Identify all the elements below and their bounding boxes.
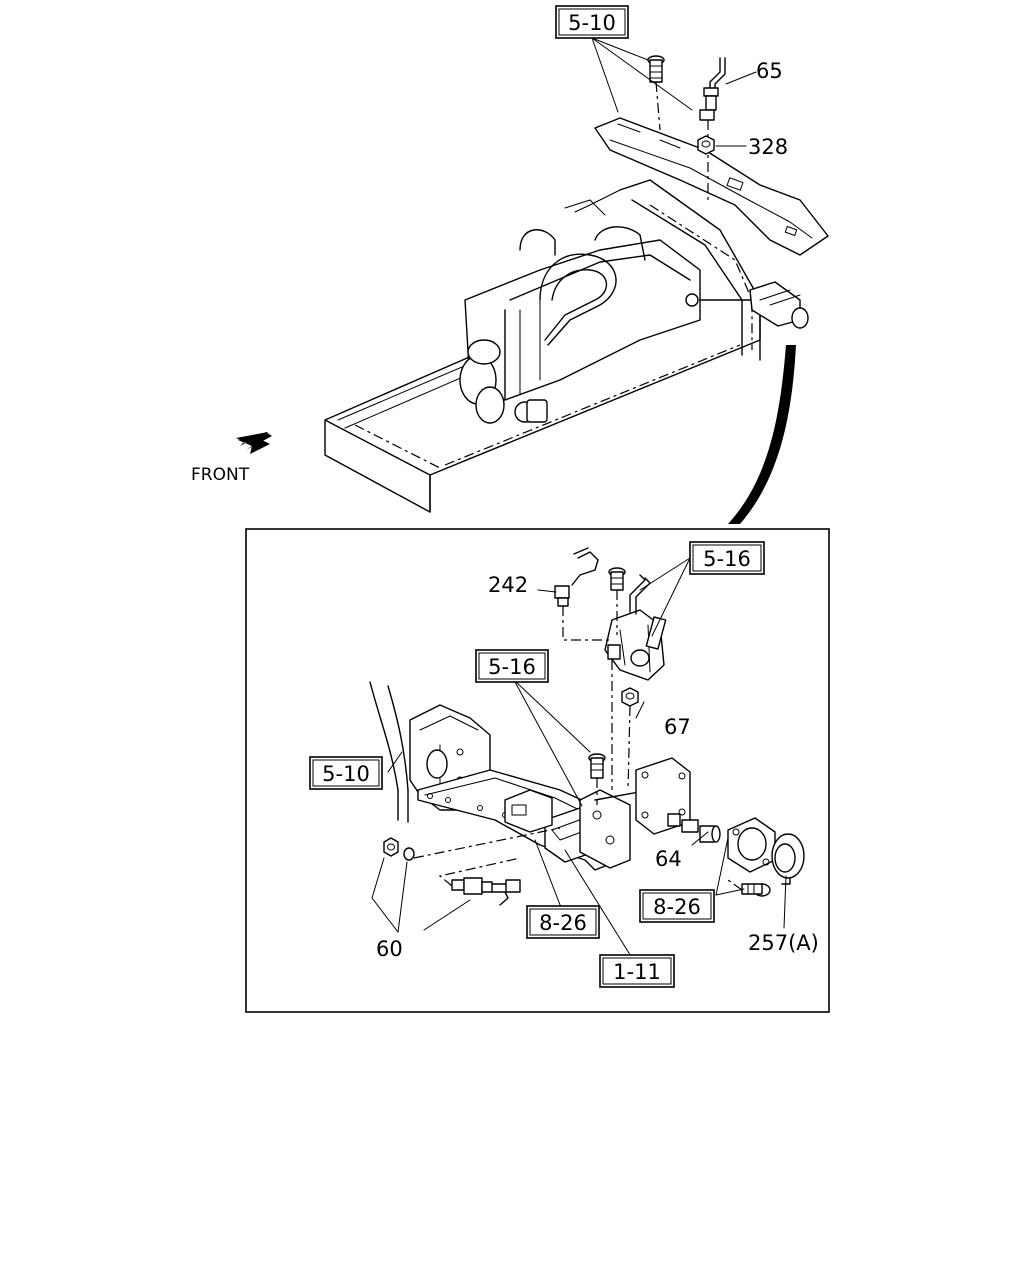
- ref-box-8-26-left: 8-26: [526, 905, 600, 939]
- callout-242: 242: [488, 573, 528, 597]
- ref-box-1-11: 1-11: [599, 954, 675, 988]
- ref-box-8-26-right: 8-26: [639, 889, 715, 923]
- detail-pointer: [728, 345, 796, 524]
- callout-60: 60: [376, 937, 403, 961]
- callout-67: 67: [664, 715, 691, 739]
- svg-text:5-16: 5-16: [488, 655, 536, 679]
- top-leader-lines: [591, 37, 757, 147]
- svg-text:5-16: 5-16: [703, 547, 751, 571]
- svg-text:5-10: 5-10: [322, 762, 370, 786]
- detail-frame-rail-drawing: [369, 681, 651, 871]
- callout-64: 64: [655, 847, 682, 871]
- part-65-sensor-drawing: [699, 57, 726, 200]
- ref-box-5-16-right: 5-16: [689, 541, 765, 575]
- part-242-sensor-drawing: [554, 547, 612, 641]
- front-label: FRONT: [191, 465, 250, 485]
- callout-65: 65: [756, 59, 783, 83]
- front-arrow-icon: [236, 432, 272, 454]
- svg-text:1-11: 1-11: [613, 960, 661, 984]
- part-64-sensor-drawing: [635, 757, 721, 843]
- svg-text:8-26: 8-26: [539, 911, 587, 935]
- ref-box-5-10-left: 5-10: [309, 756, 383, 790]
- mid-bolt-drawing: [588, 753, 606, 805]
- ref-box-5-16-mid: 5-16: [475, 649, 549, 683]
- callout-328: 328: [748, 135, 788, 159]
- part-328-nut-drawing: [697, 135, 715, 155]
- part-257a-drawing: [727, 817, 805, 897]
- top-bolt-drawing: [647, 55, 665, 131]
- svg-text:5-10: 5-10: [568, 11, 616, 35]
- chassis-frame-drawing: [324, 117, 829, 513]
- callout-257a: 257(A): [748, 931, 819, 955]
- ref-box-5-10-top: 5-10: [555, 5, 629, 39]
- part-60-drawing: [383, 827, 561, 906]
- detail-leader-lines: [371, 557, 787, 959]
- upper-bracket-5-16-drawing: [604, 567, 667, 791]
- svg-text:8-26: 8-26: [653, 895, 701, 919]
- detail-frame: [245, 528, 830, 1013]
